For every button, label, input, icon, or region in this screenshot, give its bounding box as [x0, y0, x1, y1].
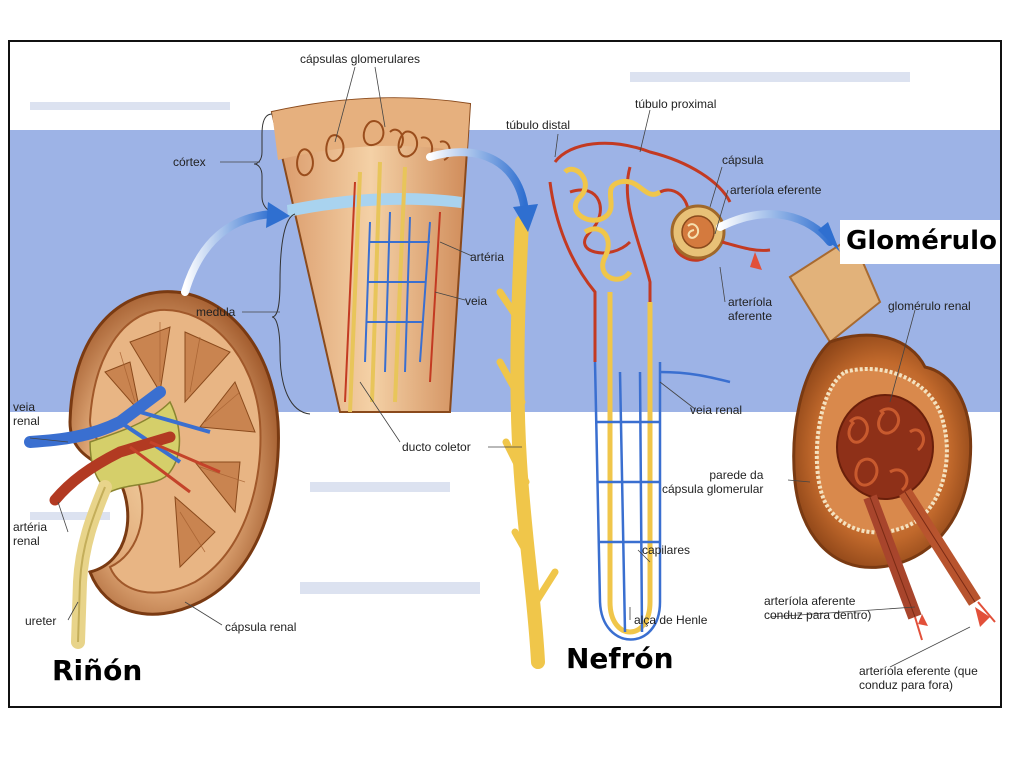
label-ducto-coletor: ducto coletor: [402, 440, 471, 454]
label-capilares: capilares: [642, 543, 691, 557]
label-tubulo-proximal: túbulo proximal: [635, 97, 717, 111]
label-veia-renal: veia renal: [13, 400, 40, 428]
label-arteriola-aferente-dentro: arteríola aferente conduz para dentro): [764, 594, 872, 622]
label-medula: medula: [196, 305, 236, 319]
label-ureter: ureter: [25, 614, 57, 628]
illustration: [10, 66, 1000, 669]
kidney-illustration: [24, 290, 280, 649]
label-capsulas-glomerulares: cápsulas glomerulares: [300, 52, 421, 66]
glomerulus-illustration: [788, 235, 996, 641]
label-alca-henle: alça de Henle: [634, 613, 708, 627]
label-cortex: córtex: [173, 155, 206, 169]
label-capsula-renal: cápsula renal: [225, 620, 297, 634]
label-parede-capsula: parede da cápsula glomerular: [662, 468, 764, 496]
background-text-lines: [30, 72, 910, 594]
nephron-illustration: [496, 141, 771, 669]
label-veia-renal-nefron: veia renal: [690, 403, 743, 417]
label-arteriola-eferente: arteríola eferente: [730, 183, 822, 197]
leader-lines: [29, 66, 971, 668]
label-arteria: artéria: [470, 250, 505, 264]
title-glomerulo-box: Glomérulo: [840, 220, 1000, 264]
label-arteriola-eferente-fora: arteríola eferente (que conduz para fora…: [859, 664, 978, 692]
label-arteriola-aferente: arteríola aferente: [728, 295, 773, 323]
label-glomerulo-renal: glomérulo renal: [888, 299, 971, 313]
label-veia: veia: [465, 294, 488, 308]
anatomy-figure: cápsulas glomerulares córtex medula arté…: [8, 40, 1002, 708]
title-glomerulo: Glomérulo: [846, 226, 997, 256]
label-capsula: cápsula: [722, 153, 764, 167]
title-rinon: Riñón: [52, 654, 143, 687]
title-nefron: Nefrón: [566, 642, 674, 675]
label-arteria-renal: artéria renal: [13, 520, 48, 548]
label-tubulo-distal: túbulo distal: [506, 118, 571, 132]
renal-slice-illustration: [253, 97, 472, 415]
